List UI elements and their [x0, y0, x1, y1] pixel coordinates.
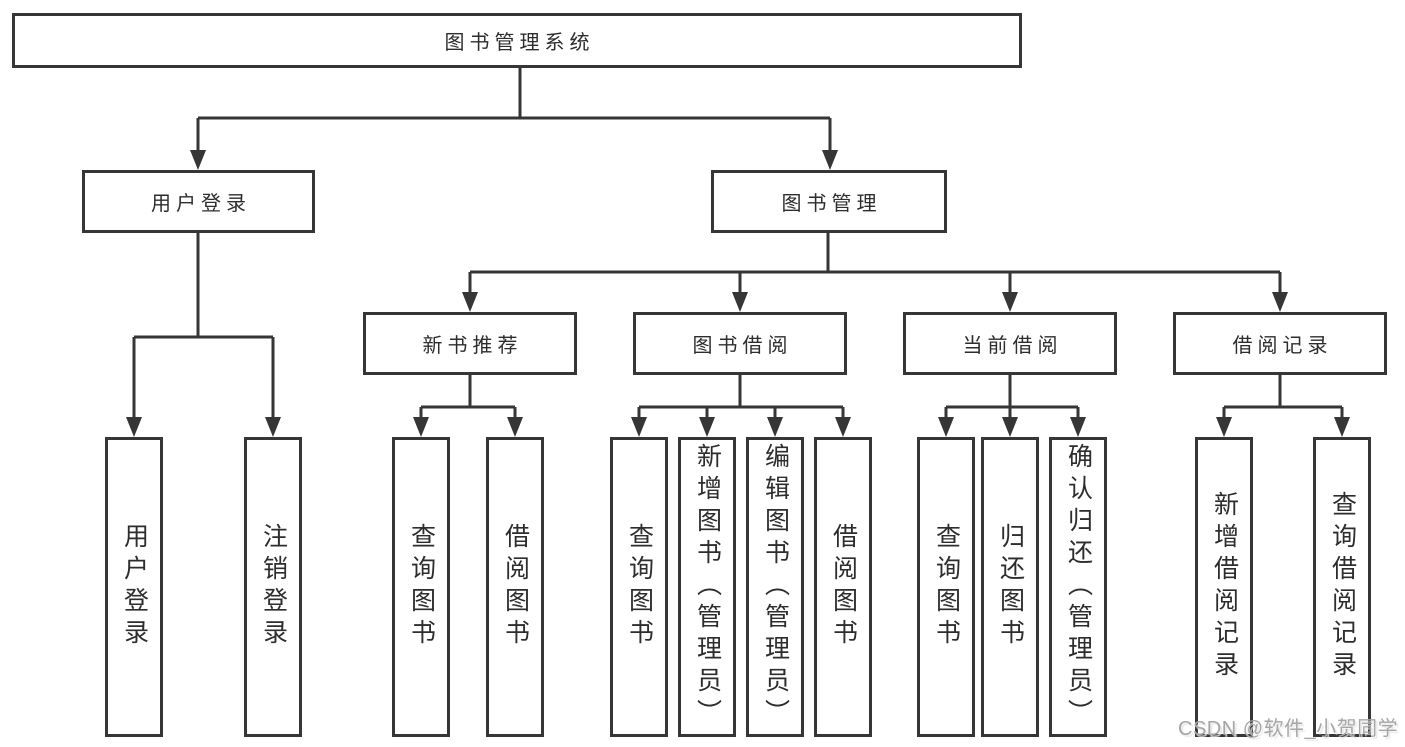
arrowhead-icon [767, 417, 783, 437]
arrowhead-icon [1002, 292, 1018, 312]
leaf-confirm-return-admin: 确认归还（管理员） [1049, 437, 1107, 737]
arrowhead-icon [126, 417, 142, 437]
csdn-watermark: CSDN @软件_小贺同学 [1178, 718, 1399, 740]
arrowhead-group [126, 150, 1350, 437]
node-library-system: 图书管理系统 [12, 13, 1022, 68]
arrowhead-icon [190, 150, 206, 170]
arrowhead-icon [462, 292, 478, 312]
leaf-logout-login: 注销登录 [244, 437, 302, 737]
leaf-borrow-books: 借阅图书 [814, 437, 872, 737]
arrowhead-icon [1272, 292, 1288, 312]
node-new-book-recommend: 新书推荐 [363, 312, 577, 375]
arrowhead-icon [938, 417, 954, 437]
node-borrow-records: 借阅记录 [1173, 312, 1387, 375]
leaf-borrow-books-recommend: 借阅图书 [486, 437, 544, 737]
node-current-borrow: 当前借阅 [903, 312, 1117, 375]
leaf-add-books-admin: 新增图书（管理员） [678, 437, 736, 737]
leaf-user-login: 用户登录 [105, 437, 163, 737]
arrowhead-icon [822, 150, 838, 170]
arrowhead-icon [1334, 417, 1350, 437]
arrowhead-icon [835, 417, 851, 437]
arrowhead-icon [1216, 417, 1232, 437]
node-book-borrow: 图书借阅 [633, 312, 847, 375]
leaf-query-borrow-record: 查询借阅记录 [1313, 437, 1371, 737]
leaf-add-borrow-record: 新增借阅记录 [1195, 437, 1253, 737]
arrowhead-icon [1002, 417, 1018, 437]
arrowhead-icon [1070, 417, 1086, 437]
node-user-login: 用户登录 [82, 170, 315, 233]
arrowhead-icon [413, 417, 429, 437]
arrowhead-icon [631, 417, 647, 437]
leaf-query-books-recommend: 查询图书 [392, 437, 450, 737]
arrowhead-icon [265, 417, 281, 437]
leaf-return-books: 归还图书 [981, 437, 1039, 737]
leaf-edit-books-admin: 编辑图书（管理员） [746, 437, 804, 737]
node-book-management: 图书管理 [711, 170, 947, 233]
leaf-query-books-current: 查询图书 [917, 437, 975, 737]
arrowhead-icon [507, 417, 523, 437]
arrowhead-icon [732, 292, 748, 312]
arrowhead-icon [699, 417, 715, 437]
leaf-query-books-borrow: 查询图书 [610, 437, 668, 737]
